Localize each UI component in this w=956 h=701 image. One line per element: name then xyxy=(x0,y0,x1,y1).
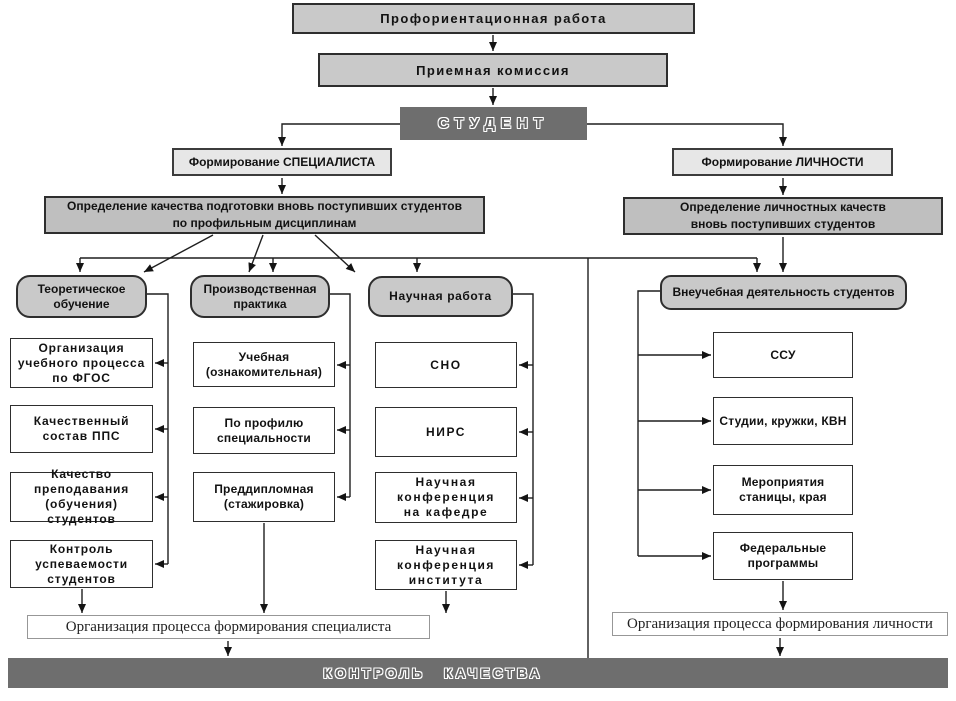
box-local-events: Мероприятия станицы, края xyxy=(713,465,853,515)
box-federal-programs: Федеральные программы xyxy=(713,532,853,580)
box-nirs: НИРС xyxy=(375,407,517,457)
header-theoretical-training: Теоретическое обучение xyxy=(16,275,147,318)
fan-to-practice xyxy=(248,234,264,273)
box-fgos-process: Организация учебного процесса по ФГОС xyxy=(10,338,153,388)
header-industrial-practice: Производственная практика xyxy=(190,275,330,318)
box-prediploma-practice: Преддипломная (стажировка) xyxy=(193,472,335,522)
box-admission-committee: Приемная комиссия xyxy=(318,53,668,87)
box-sno: СНО xyxy=(375,342,517,388)
box-teaching-quality: Качество преподавания (обучения) студент… xyxy=(10,467,153,526)
box-student: СТУДЕНТ xyxy=(400,107,587,140)
header-extracurricular-activities: Внеучебная деятельность студентов xyxy=(660,275,907,310)
box-specialist-quality-assessment: Определение качества подготовки вновь по… xyxy=(44,196,485,234)
box-specialist-process-organization: Организация процесса формирования специа… xyxy=(27,615,430,639)
student-label: СТУДЕНТ xyxy=(438,115,549,132)
col4-rail xyxy=(637,290,660,556)
col2-rail xyxy=(330,293,351,497)
quality-control-label: КОНТРОЛЬ КАЧЕСТВА xyxy=(323,664,543,681)
box-ssu: ССУ xyxy=(713,332,853,378)
fan-to-theoretical xyxy=(143,234,214,273)
box-personality-quality-assessment: Определение личностных качеств вновь пос… xyxy=(623,197,943,235)
arrow-student-to-specialist xyxy=(278,123,400,146)
bar-quality-control: КОНТРОЛЬ КАЧЕСТВА xyxy=(8,658,948,688)
connectors xyxy=(76,35,787,658)
arrow-student-to-personality xyxy=(587,123,787,146)
box-personality-process-organization: Организация процесса формирования личнос… xyxy=(612,612,948,636)
box-studios-clubs-kvn: Студии, кружки, КВН xyxy=(713,397,853,445)
box-career-guidance-work: Профориентационная работа xyxy=(292,3,695,34)
box-personality-formation: Формирование ЛИЧНОСТИ xyxy=(672,148,893,176)
box-specialty-practice: По профилю специальности xyxy=(193,407,335,454)
box-progress-control: Контроль успеваемости студентов xyxy=(10,540,153,588)
box-specialist-formation: Формирование СПЕЦИАЛИСТА xyxy=(172,148,392,176)
col1-rail xyxy=(147,293,169,564)
box-training-practice: Учебная (ознакомительная) xyxy=(193,342,335,387)
box-pps-staff: Качественный состав ППС xyxy=(10,405,153,453)
fan-to-science xyxy=(314,234,356,273)
col3-rail xyxy=(513,293,534,565)
header-scientific-work: Научная работа xyxy=(368,276,513,317)
box-institute-conference: Научная конференция института xyxy=(375,540,517,590)
box-department-conference: Научная конференция на кафедре xyxy=(375,472,517,523)
